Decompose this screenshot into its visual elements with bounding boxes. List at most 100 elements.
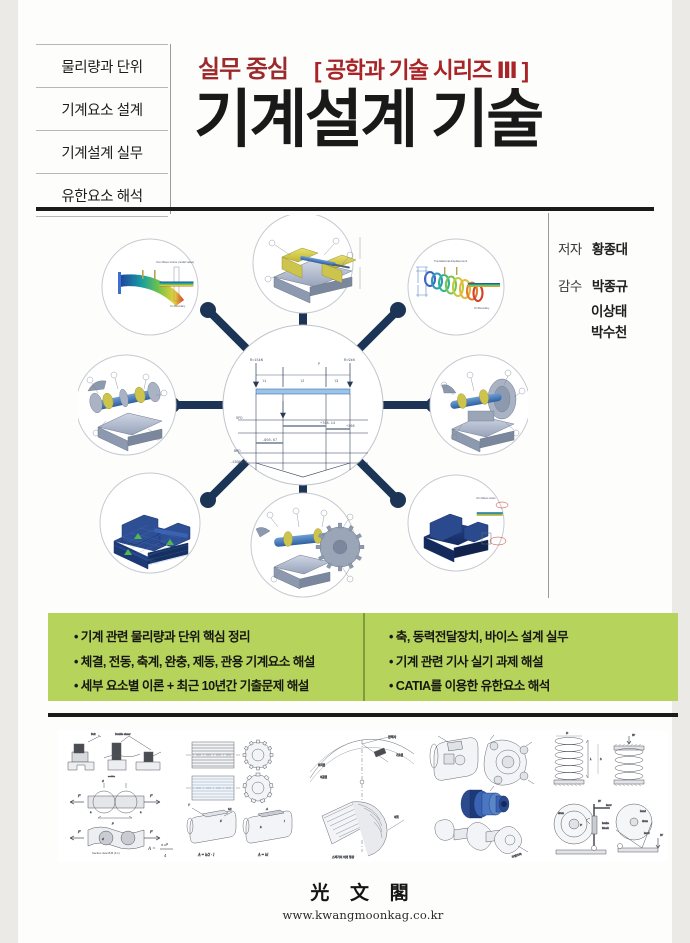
svg-text:p: p xyxy=(111,821,114,825)
svg-text:h/2: h/2 xyxy=(228,807,232,811)
supervisor-name-2: 박수천 xyxy=(591,324,627,340)
svg-text:d: d xyxy=(102,779,104,783)
svg-text:F: F xyxy=(78,829,81,834)
strip-panel-spline-and-key-drawings: T h/2 F A = h/2 · l A b l A = bl xyxy=(180,730,302,862)
feature-item: • 체결, 전동, 축계, 완충, 제동, 관용 기계요소 해설 xyxy=(74,654,315,669)
technical-drawing-strip: Bolt Double shear section F xyxy=(58,730,668,862)
svg-text:A = bl: A = bl xyxy=(257,852,269,857)
svg-text:drum: drum xyxy=(642,819,648,823)
svg-text:l: l xyxy=(284,819,285,823)
svg-text:On Boundary: On Boundary xyxy=(170,304,186,308)
svg-text:W: W xyxy=(632,733,636,737)
header: 물리량과 단위 기계요소 설계 기계설계 실무 유한요소 해석 실무 중심 [ … xyxy=(18,28,672,217)
svg-text:P: P xyxy=(318,363,320,367)
svg-text:Translational displacement: Translational displacement xyxy=(434,259,467,263)
svg-text:P: P xyxy=(580,823,582,827)
strip-panel-gear-tooth-profile-drawings: 압력각 기초원 피치원 이끝원 xyxy=(302,730,424,862)
svg-text:BMD: BMD xyxy=(234,450,240,454)
svg-text:크랭크축: 크랭크축 xyxy=(511,852,522,859)
svg-text:스퍼기어 이의 형상: 스퍼기어 이의 형상 xyxy=(332,855,355,859)
svg-text:Section view B-B (1:1): Section view B-B (1:1) xyxy=(92,851,120,855)
sidebar-item-1: 기계요소 설계 xyxy=(36,88,168,131)
title-block: 실무 중심 [ 공학과 기술 시리즈 Ⅲ ] 기계설계 기술 xyxy=(178,38,678,155)
svg-text:Bolt: Bolt xyxy=(91,732,96,736)
svg-text:On Boundary: On Boundary xyxy=(474,306,490,310)
svg-text:l1: l1 xyxy=(262,379,266,384)
kicker-text: 실무 중심 xyxy=(198,56,289,83)
svg-text:A = h/2 · l: A = h/2 · l xyxy=(197,852,215,857)
svg-text:b: b xyxy=(260,825,262,829)
svg-text:section: section xyxy=(108,775,116,778)
svg-text:R=15kN: R=15kN xyxy=(250,358,263,363)
publisher-logo: 光 文 閣 xyxy=(310,882,416,904)
svg-text:band: band xyxy=(640,809,646,813)
svg-text:이폭: 이폭 xyxy=(394,815,399,819)
svg-text:drum: drum xyxy=(558,811,564,815)
svg-text:l2: l2 xyxy=(300,379,304,384)
svg-text:-950.67: -950.67 xyxy=(262,439,277,443)
node-fea-spring-displacement: Translational displacement On Boundary xyxy=(407,238,505,336)
right-edge-band xyxy=(672,0,690,943)
svg-text:F: F xyxy=(220,819,222,823)
author-label: 저자 xyxy=(558,242,582,257)
svg-text:lever: lever xyxy=(606,803,612,807)
node-gear-drive-assembly xyxy=(250,492,365,598)
series-text: [ 공학과 기술 시리즈 Ⅲ ] xyxy=(314,57,529,83)
node-vise-assembly-exploded xyxy=(252,215,361,314)
node-vise-stress-result: Von Mises stress xyxy=(407,474,509,572)
svg-text:W: W xyxy=(598,799,602,803)
sidebar-item-label: 기계설계 실무 xyxy=(61,145,143,162)
publisher-block: 光 文 閣 www.kwangmoonkag.co.kr xyxy=(18,882,690,922)
author-row: 저자 황종대 xyxy=(558,240,668,261)
svg-text:-13066.1: -13066.1 xyxy=(230,461,247,465)
sidebar-item-0: 물리량과 단위 xyxy=(36,44,168,88)
feature-item: • 세부 요소별 이론 + 최근 10년간 기출문제 해설 xyxy=(74,679,309,694)
sidebar-item-2: 기계설계 실무 xyxy=(36,131,168,174)
svg-text:block: block xyxy=(602,826,609,830)
feature-item: • CATIA를 이용한 유한요소 해석 xyxy=(389,679,550,694)
svg-text:+366: +366 xyxy=(346,425,355,429)
svg-text:F: F xyxy=(150,829,153,834)
topic-sidebar: 물리량과 단위 기계요소 설계 기계설계 실무 유한요소 해석 xyxy=(36,44,168,217)
svg-text:F: F xyxy=(150,793,153,798)
svg-text:a: a xyxy=(90,811,92,814)
svg-text:l3: l3 xyxy=(334,379,338,384)
feature-column-right: • 축, 동력전달장치, 바이스 설계 실무 • 기계 관련 기사 실기 과제 … xyxy=(363,613,678,701)
header-rule xyxy=(36,207,654,211)
strip-panel-coupling-and-crankshaft-drawings: 크랭크축 xyxy=(424,730,546,862)
svg-text:Von Mises stress (nodal value): Von Mises stress (nodal value) xyxy=(156,260,194,264)
svg-text:W: W xyxy=(660,833,664,837)
svg-text:A =: A = xyxy=(147,847,156,852)
feature-item: • 기계 관련 기사 실기 과제 해설 xyxy=(389,654,544,669)
publisher-url[interactable]: www.kwangmoonkag.co.kr xyxy=(282,907,444,922)
svg-text:4: 4 xyxy=(164,853,167,858)
content-vertical-divider xyxy=(548,213,549,598)
supervisor-label: 감수 xyxy=(558,278,582,294)
title-top-row: 실무 중심 [ 공학과 기술 시리즈 Ⅲ ] xyxy=(178,38,678,82)
sidebar-item-label: 유한요소 해석 xyxy=(61,188,143,205)
svg-text:Von Mises stress: Von Mises stress xyxy=(476,496,496,500)
feature-column-left: • 기계 관련 물리량과 단위 핵심 정리 • 체결, 전동, 축계, 완충, … xyxy=(48,613,363,701)
svg-text:압력각: 압력각 xyxy=(388,734,397,739)
strip-panel-fastener-and-shear-drawings: Bolt Double shear section F xyxy=(58,730,180,862)
sidebar-item-3: 유한요소 해석 xyxy=(36,174,168,217)
feature-item: • 축, 동력전달장치, 바이스 설계 실무 xyxy=(389,630,569,644)
svg-text:F: F xyxy=(78,793,81,798)
svg-text:π d²: π d² xyxy=(161,842,169,847)
supervisor-name-0: 박종규 xyxy=(591,278,628,294)
svg-text:Double shear: Double shear xyxy=(115,732,131,736)
svg-text:d: d xyxy=(102,837,104,841)
sidebar-item-label: 기계요소 설계 xyxy=(61,102,143,119)
svg-text:이끝원: 이끝원 xyxy=(320,775,328,779)
svg-text:L: L xyxy=(590,757,592,761)
cover-sheet: 물리량과 단위 기계요소 설계 기계설계 실무 유한요소 해석 실무 중심 [ … xyxy=(18,0,678,943)
svg-text:R=9kN: R=9kN xyxy=(344,358,355,363)
svg-text:피치원: 피치원 xyxy=(318,763,326,767)
svg-text:a: a xyxy=(140,811,142,814)
node-vise-mesh-model xyxy=(99,472,201,574)
strip-panel-spring-and-brake-drawings: L h D xyxy=(546,730,668,862)
node-fea-shaft-stress-contour: Von Mises stress (nodal value) On Bounda… xyxy=(101,238,199,336)
